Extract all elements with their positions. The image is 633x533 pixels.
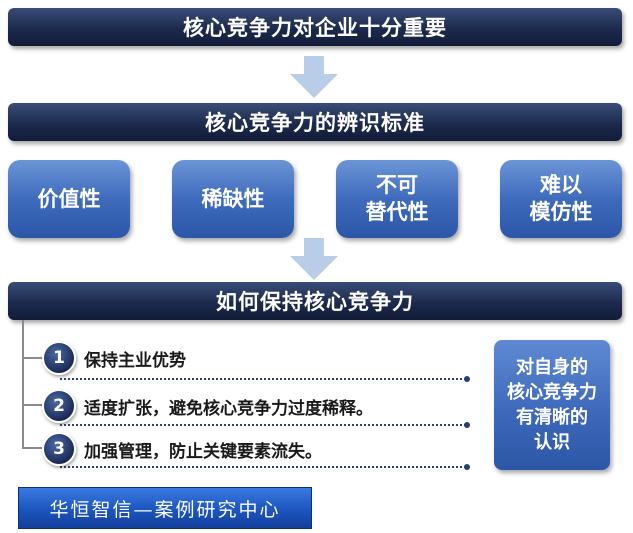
side-note-box: 对自身的 核心竞争力 有清晰的 认识 — [494, 340, 610, 470]
banner-maintain-text: 如何保持核心竞争力 — [216, 290, 414, 314]
criterion-irreplaceability: 不可 替代性 — [336, 160, 458, 238]
step-number: 3 — [53, 439, 65, 459]
step-text: 加强管理，防止关键要素流失。 — [84, 442, 322, 462]
step-number-badge: 3 — [42, 432, 76, 466]
step-text: 适度扩张，避免核心竞争力过度稀释。 — [84, 399, 373, 419]
criterion-value: 价值性 — [8, 160, 130, 238]
down-arrow-icon — [290, 238, 338, 280]
step-number-badge: 1 — [42, 341, 76, 375]
criterion-value-text: 价值性 — [37, 186, 101, 211]
step-text: 保持主业优势 — [84, 351, 186, 371]
watermark-logo: 华恒智信—案例研究中心 — [18, 487, 312, 529]
criterion-scarcity-text: 稀缺性 — [201, 186, 265, 211]
step-divider — [60, 424, 466, 426]
watermark-text: 华恒智信—案例研究中心 — [49, 498, 281, 521]
criterion-scarcity: 稀缺性 — [172, 160, 294, 238]
step-divider-end — [464, 422, 470, 428]
banner-criteria-text: 核心竞争力的辨识标准 — [205, 111, 425, 135]
criterion-inimitability-text: 难以 模仿性 — [529, 173, 593, 224]
banner-criteria: 核心竞争力的辨识标准 — [8, 103, 622, 141]
step-number-badge: 2 — [42, 389, 76, 423]
connector-branch-1 — [22, 357, 44, 359]
banner-importance: 核心竞争力对企业十分重要 — [8, 8, 622, 46]
down-arrow-icon — [290, 56, 338, 98]
banner-importance-text: 核心竞争力对企业十分重要 — [183, 16, 447, 40]
connector-branch-2 — [22, 404, 44, 406]
connector-branch-3 — [22, 447, 44, 449]
step-divider-end — [464, 464, 470, 470]
side-note-text: 对自身的 核心竞争力 有清晰的 认识 — [507, 357, 597, 453]
step-number: 1 — [53, 348, 65, 368]
banner-maintain: 如何保持核心竞争力 — [8, 282, 622, 320]
criterion-inimitability: 难以 模仿性 — [500, 160, 622, 238]
step-divider-end — [464, 376, 470, 382]
connector-vertical — [22, 320, 24, 448]
step-number: 2 — [53, 396, 65, 416]
step-divider — [60, 378, 466, 380]
step-divider — [60, 466, 466, 468]
criterion-irreplaceability-text: 不可 替代性 — [365, 173, 429, 224]
